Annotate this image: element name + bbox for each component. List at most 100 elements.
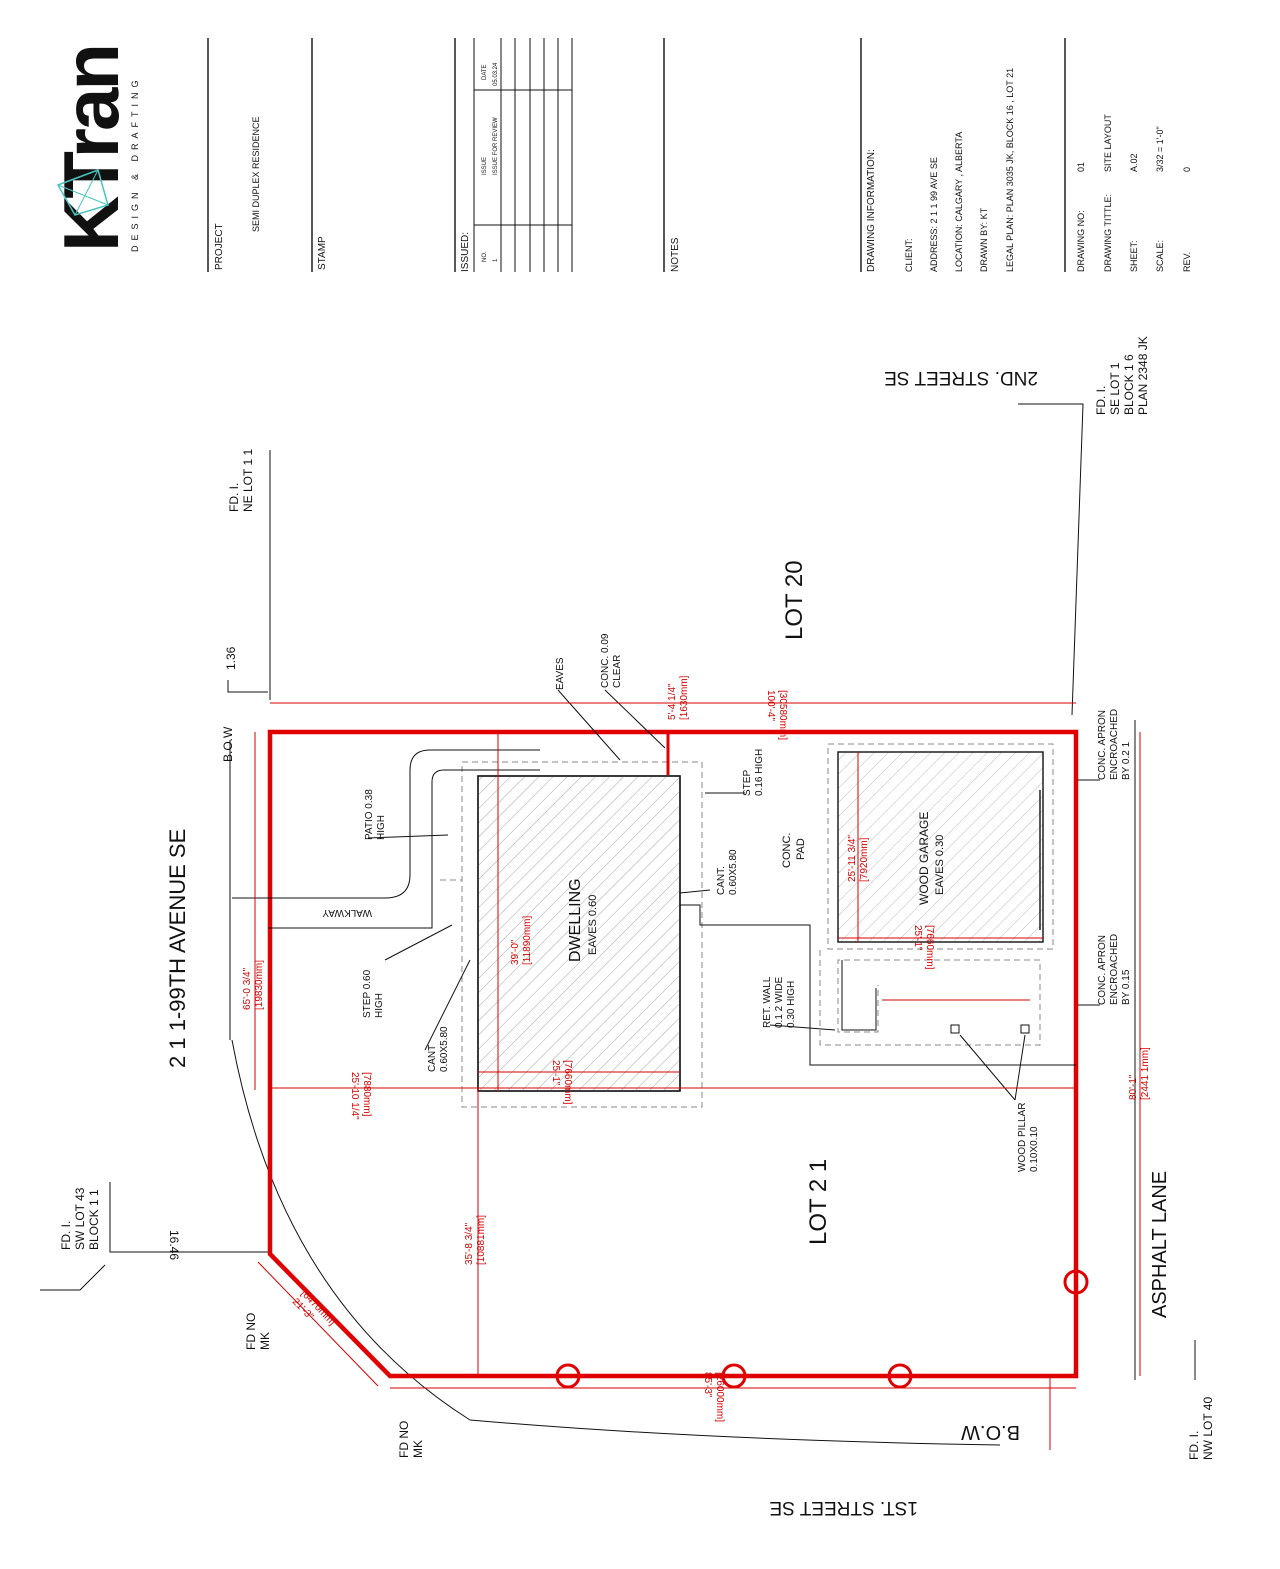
garage-footprint (837, 751, 1044, 943)
fd-se-line-1: FD. I. (1094, 386, 1108, 415)
cant-2-line-1: CANT (427, 1045, 438, 1072)
survey-marker (1063, 1269, 1089, 1295)
patio-label: PATIO 0.38 HIGH (364, 789, 387, 840)
step-060-line-1: STEP 0.60 (362, 969, 373, 1018)
notes-header: NOTES (670, 237, 681, 272)
lot20-label: LOT 20 (781, 560, 808, 640)
fd-ne-lot11: FD. I. NE LOT 1 1 (227, 449, 255, 512)
sw-lot43-line (109, 1182, 268, 1253)
dim-conc-5-4-imperial: 5'-4 1/4" (667, 683, 678, 720)
cant-leader-2 (679, 889, 711, 894)
fd-no-mk-1-line-1: FD NO (244, 1313, 258, 1350)
fd-se-line-4: PLAN 2348 JK (1136, 336, 1150, 415)
dim-mid-35-imperial: 35'-8 3/4" (464, 1222, 475, 1265)
dim-conc-5-4-metric: [1630mm] (679, 675, 690, 720)
bow-dimension-line (227, 680, 268, 693)
dim-dwelling-25: 25'-1" [7660mm] (550, 1060, 573, 1105)
dwelling-label: DWELLING (567, 878, 584, 962)
scale-value: 3/32 = 1'-0" (1155, 126, 1165, 172)
conc-pad-line-2: PAD (795, 838, 807, 860)
wood-pillar-line-1: WOOD PILLAR (1017, 1103, 1028, 1172)
apron-02-line-3: BY 0.2 1 (1121, 741, 1132, 780)
apron-02-line-2: ENCROACHED (1109, 709, 1120, 780)
dim-left-65-imperial: 65'-0 3/4" (242, 967, 253, 1010)
fd-no-mk-1-line-2: MK (258, 1332, 272, 1350)
drawing-no: 01 (1076, 162, 1086, 172)
issued-row-issue: ISSUE FOR REVIEW (493, 117, 499, 175)
ret-wall-label: RET. WALL 0.1 2 WIDE 0.30 HIGH (762, 976, 797, 1028)
dim-left-25-imperial: 25'-10 1/4" (349, 1072, 360, 1120)
step-060-label: STEP 0.60 HIGH (362, 969, 385, 1018)
sw-lot43-leader (40, 1264, 106, 1291)
project-header: PROJECT (214, 223, 225, 270)
site-plan: 2ND. STREET SE 1ST. STREET SE 2 1 1-99TH… (40, 336, 1215, 1518)
dim-right-80-imperial: 80'-1" (1128, 1074, 1139, 1100)
patio-line-1: PATIO 0.38 (364, 789, 375, 840)
rev-value: 0 (1182, 167, 1192, 172)
fd-nw-line-2: NW LOT 40 (1201, 1397, 1215, 1460)
stamp-header: STAMP (317, 236, 328, 270)
dim-chamfer: 21'-3" [6470mm] (290, 1288, 338, 1328)
rev-label: REV. (1182, 252, 1192, 272)
fd-sw-lot43: FD. I. SW LOT 43 BLOCK 1 1 (59, 1187, 101, 1250)
logo-facet-lines (57, 168, 109, 216)
step-016-line-2: 0.16 HIGH (754, 749, 765, 796)
conc-009-line-2: CLEAR (612, 655, 623, 688)
patio-leader (367, 834, 449, 839)
issued-row-no: 1 (493, 258, 499, 262)
eaves-label: EAVES (555, 657, 566, 690)
conc-009-line-1: CONC. 0.09 (600, 633, 611, 688)
dim-left-65: 65'-0 3/4" [19830mm] (242, 960, 265, 1010)
ret-wall-leader (769, 1024, 836, 1031)
fd-no-mk-2-line-1: FD NO (397, 1421, 411, 1458)
dim-garage-25-11: 25'-11 3/4" [7920mm] (847, 835, 870, 882)
garage-eaves-label: EAVES 0.30 (934, 835, 946, 895)
step-060-line-2: HIGH (374, 993, 385, 1018)
fd-nw-lot40: FD. I. NW LOT 40 (1187, 1397, 1215, 1460)
conc-pad-line-1: CONC. (781, 833, 793, 868)
dim-dwelling-25-imperial: 25'-1" (550, 1060, 561, 1086)
info-client: CLIENT: (904, 238, 914, 272)
dim-garage-25-1-imperial: 25'-1" (912, 925, 923, 951)
logo-tagline: DESIGN & DRAFTING (130, 75, 140, 252)
cant-1-line-2: 0.60X5.80 (728, 849, 739, 895)
street-2nd-label: 2ND. STREET SE (884, 367, 1038, 388)
wood-pillar-2 (1020, 1024, 1030, 1034)
fd-sw-line-1: FD. I. (59, 1221, 73, 1250)
patio-line-2: HIGH (376, 815, 387, 840)
ret-wall-line-2: 0.1 2 WIDE (774, 977, 785, 1028)
issued-col-date: DATE (482, 64, 488, 80)
conc-009-label: CONC. 0.09 CLEAR (600, 633, 623, 688)
apron-02-line-1: CONC. APRON (1097, 710, 1108, 780)
dim-bottom: 85'-3" [26000mm] (702, 1372, 725, 1422)
fd-se-line-3: BLOCK 1 6 (1122, 354, 1136, 415)
bow-bottom-label: B.O.W (961, 1421, 1020, 1443)
issued-col-issue: ISSUE (482, 157, 488, 175)
issued-row-date: 05.03.24 (493, 62, 499, 86)
dim-top-imperial: 100'-4" (765, 690, 776, 721)
sheet-label: SHEET: (1129, 240, 1139, 272)
scale-label: SCALE: (1155, 240, 1165, 272)
dim-conc-5-4: 5'-4 1/4" [1630mm] (667, 675, 690, 720)
ret-wall-line-1: RET. WALL (762, 976, 773, 1028)
dim-garage-25-11-metric: [7920mm] (859, 837, 870, 882)
dim-garage-25-11-imperial: 25'-11 3/4" (847, 835, 858, 882)
dim-dwelling-39: 39'-0" [11890mm] (510, 915, 533, 965)
dwelling-eaves-label: EAVES 0.60 (587, 895, 599, 955)
lane-label: ASPHALT LANE (1149, 1171, 1171, 1318)
drawing-title: SITE LAYOUT (1103, 114, 1113, 172)
sheet-value: A.02 (1129, 153, 1139, 172)
fd-no-mk-2: FD NO MK (397, 1421, 425, 1458)
street-1st-label: 1ST. STREET SE (769, 1497, 918, 1518)
info-drawn-by: DRAWN BY: KT (979, 207, 989, 272)
apron-015-line-2: ENCROACHED (1109, 934, 1120, 1005)
apron-015-line-1: CONC. APRON (1097, 935, 1108, 1005)
dwelling-eaves-outline (461, 761, 703, 1108)
dim-left-25-metric: [7880mm] (361, 1072, 372, 1117)
info-legal-plan: LEGAL PLAN: PLAN 3035 JK, BLOCK 16 , LOT… (1005, 68, 1015, 272)
cant-1-line-1: CANT. (716, 866, 727, 895)
company-logo: KTran DESIGN & DRAFTING (47, 46, 140, 252)
dim-right-80: 80'-1" [2441 1mm] (1128, 1047, 1151, 1100)
fd-se-lot1: FD. I. SE LOT 1 BLOCK 1 6 PLAN 2348 JK (1094, 336, 1150, 415)
